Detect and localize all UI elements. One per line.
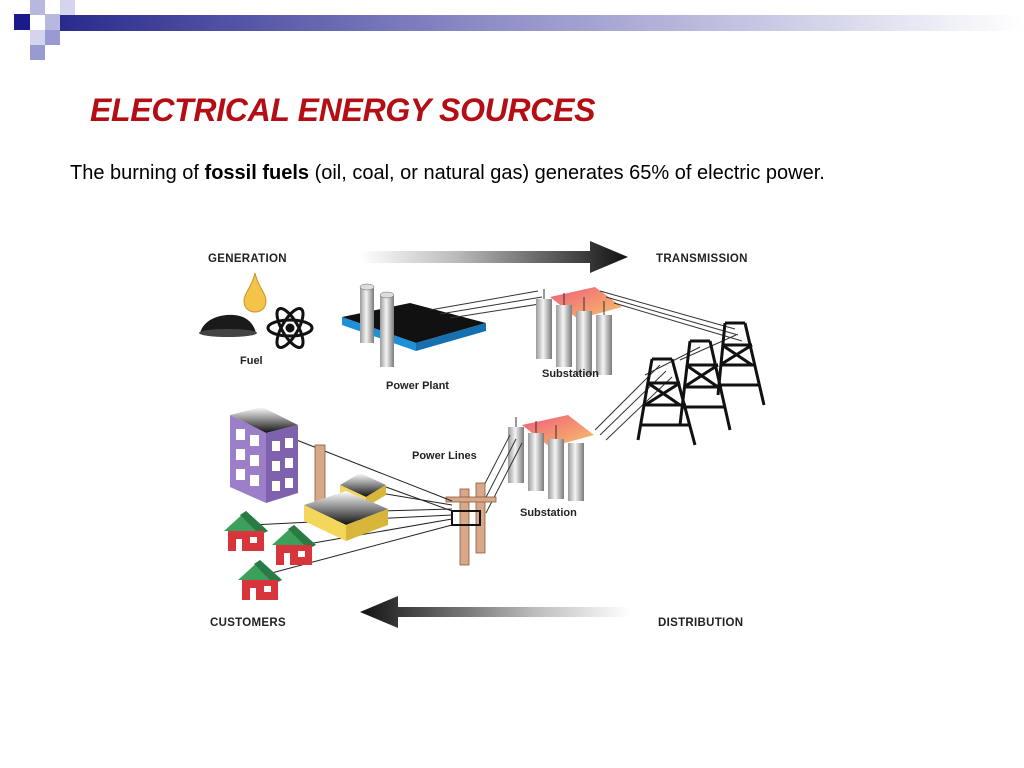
power-plant-icon [342, 283, 486, 367]
factory-icon [304, 444, 388, 541]
label-distribution: DISTRIBUTION [658, 617, 743, 629]
slide-title: ELECTRICAL ENERGY SOURCES [90, 92, 596, 128]
atom-icon [266, 307, 314, 349]
plant-to-substation-lines [429, 290, 547, 319]
label-transmission: TRANSMISSION [656, 253, 748, 265]
transmission-tower-icon [636, 321, 766, 446]
subtitle-text-before: The burning of [70, 162, 205, 184]
house-icon [238, 560, 282, 600]
subtitle-bold-term: fossil fuels [204, 162, 310, 184]
label-customers: CUSTOMERS [210, 617, 286, 629]
subtitle-text-after: (oil, coal, or natural gas) generates 65… [309, 162, 825, 184]
house-icon [272, 525, 316, 565]
substation-top-icon [536, 287, 622, 375]
label-generation: GENERATION [208, 253, 287, 265]
label-power-lines: Power Lines [412, 450, 477, 462]
transmission-arrow [360, 241, 628, 273]
utility-pole-icon [445, 482, 497, 566]
label-substation-bottom: Substation [520, 507, 577, 519]
office-building-icon [230, 407, 298, 503]
label-power-plant: Power Plant [386, 380, 449, 392]
top-decoration-bar [14, 0, 1024, 60]
oil-drop-icon [243, 272, 267, 313]
power-grid-diagram: GENERATION TRANSMISSION CUSTOMERS DISTRI… [199, 241, 766, 629]
house-icon [224, 511, 268, 551]
label-fuel: Fuel [240, 355, 263, 367]
substation-bottom-icon [508, 415, 594, 501]
coal-pile-icon [199, 314, 257, 337]
distribution-arrow [360, 596, 630, 628]
slide-subtitle: The burning of fossil fuels (oil, coal, … [70, 162, 825, 185]
label-substation-top: Substation [542, 368, 599, 380]
